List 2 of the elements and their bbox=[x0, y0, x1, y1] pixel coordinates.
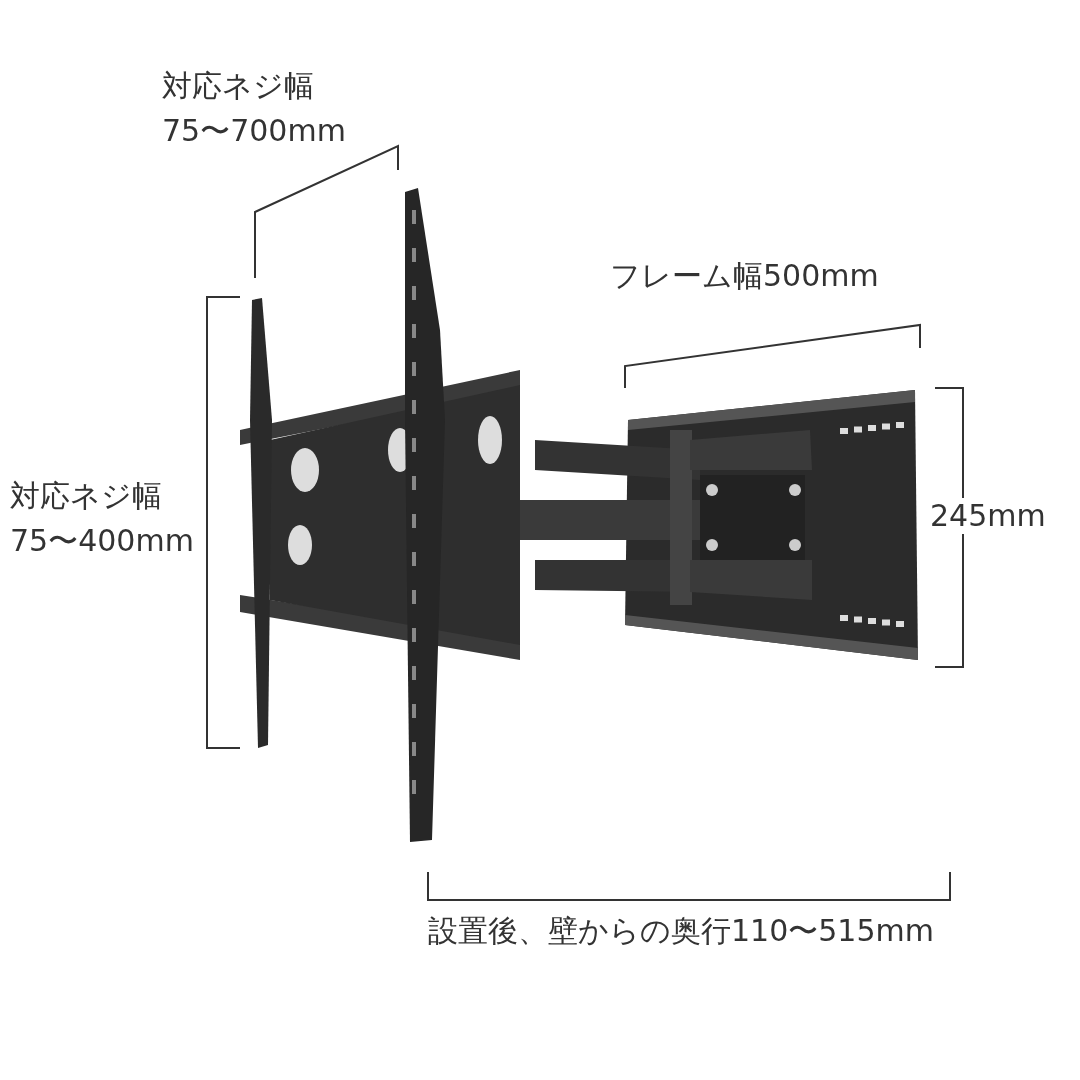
dimension-label: 245mm bbox=[930, 498, 1046, 534]
dimension-label: 設置後、壁からの奥行110〜515mm bbox=[428, 913, 934, 949]
